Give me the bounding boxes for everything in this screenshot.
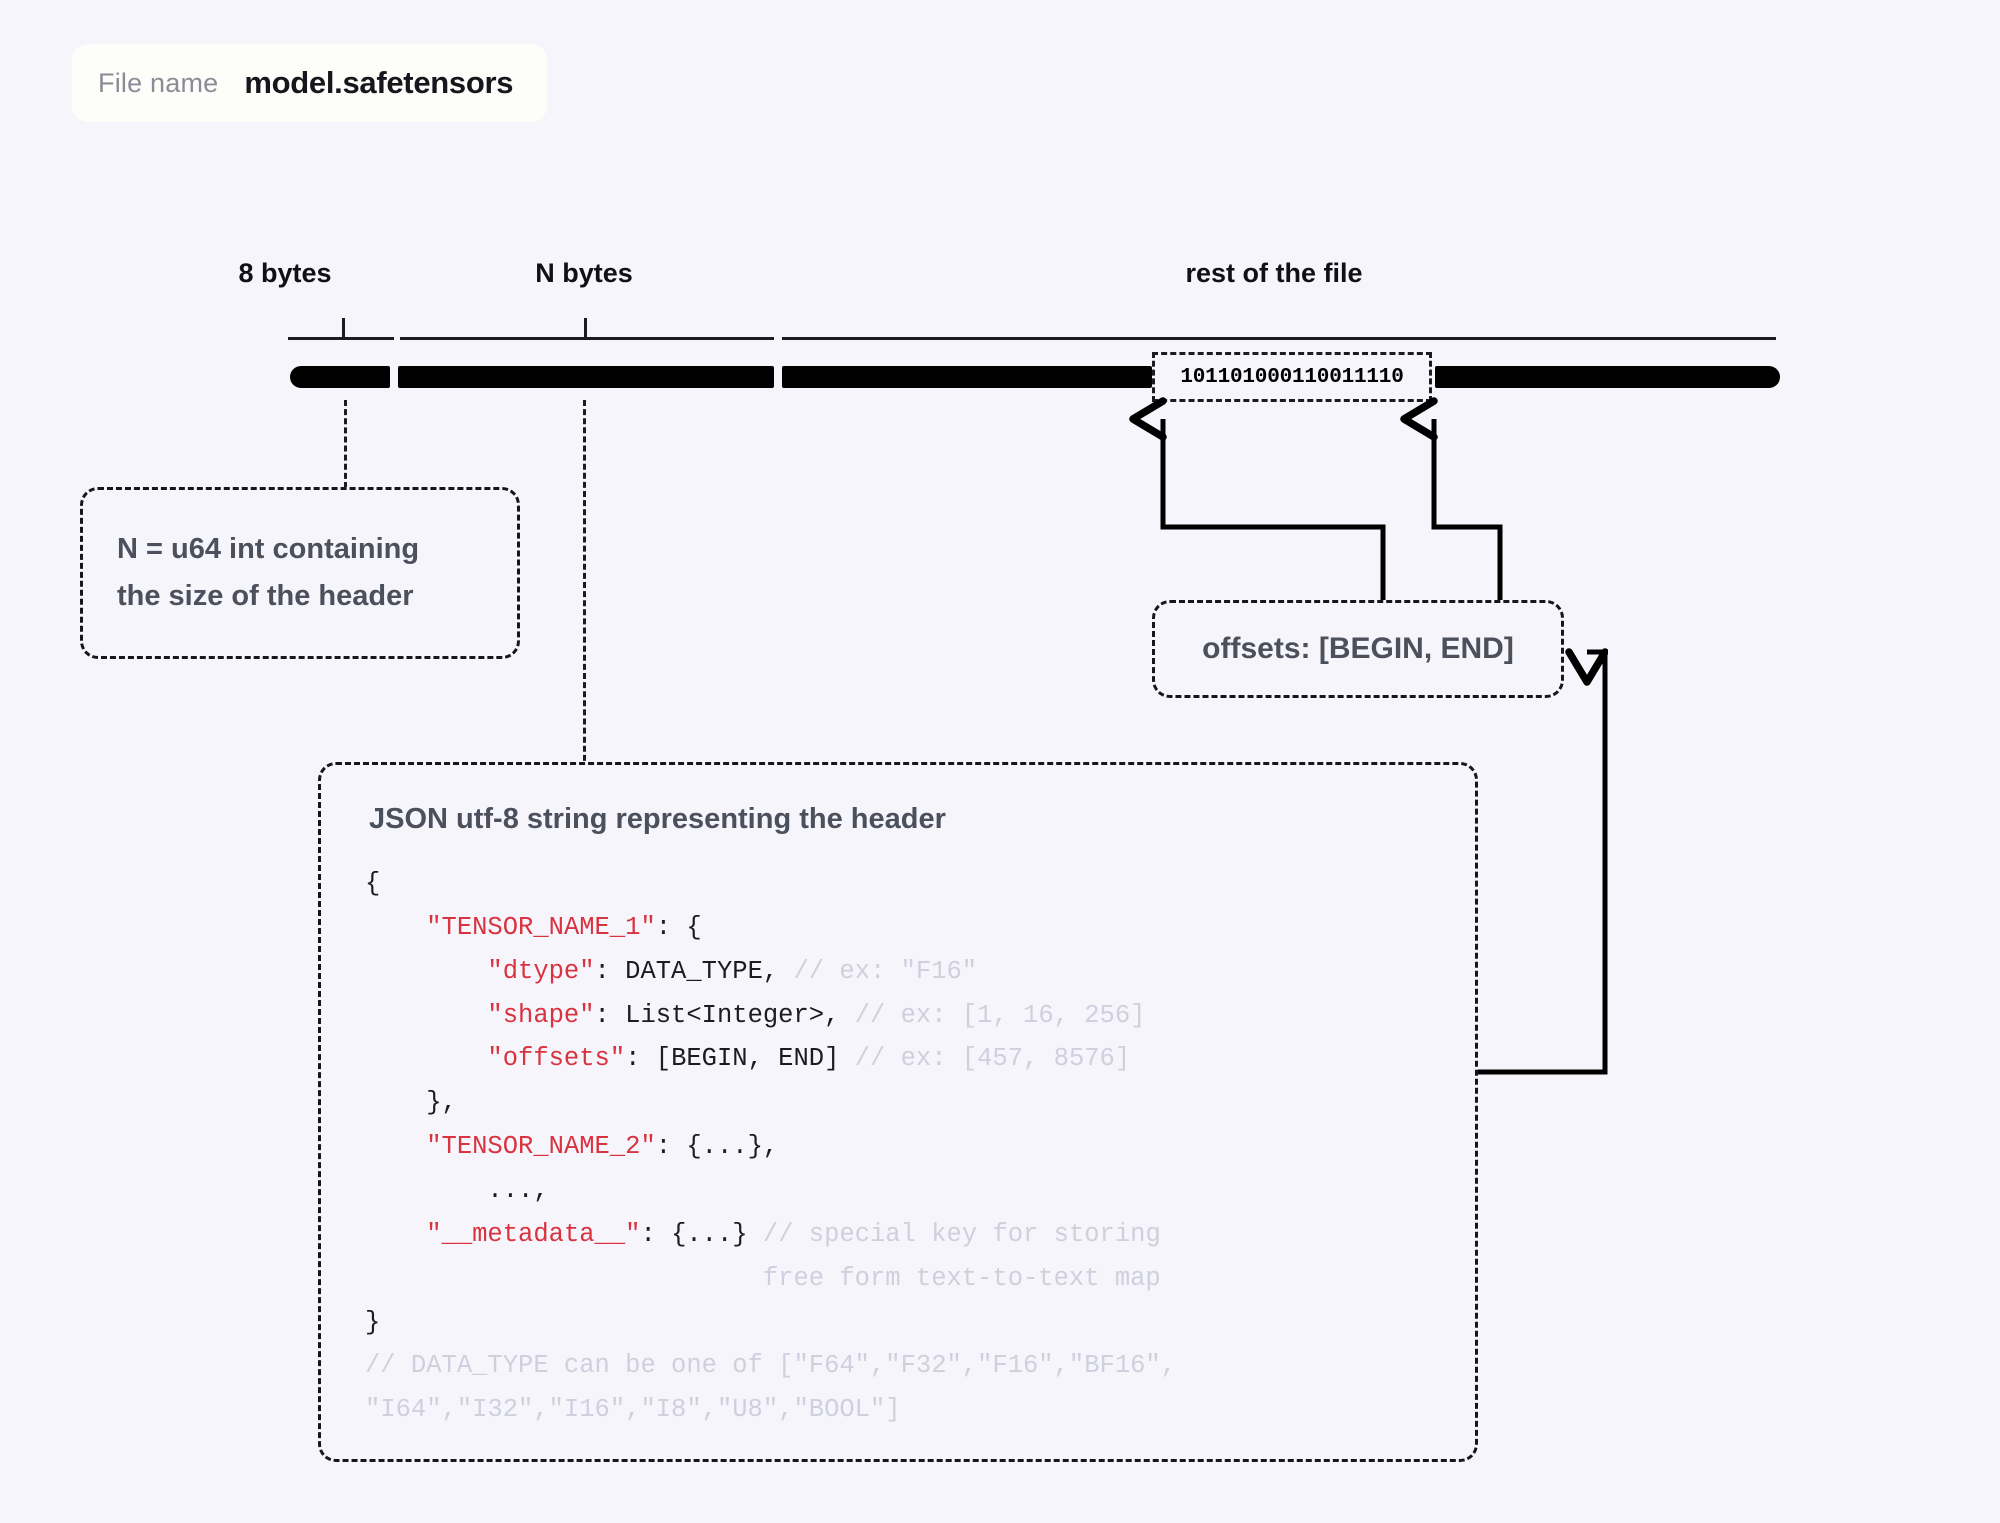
ruler-label-8-bytes: 8 bytes	[238, 258, 332, 288]
callout-n-size-line-1: N = u64 int containing	[117, 533, 420, 566]
json-code-token: },	[426, 1088, 457, 1118]
json-code-token: {	[365, 869, 381, 898]
ruler-label-rest-of-file: rest of the file	[1185, 258, 1363, 288]
arrow-offsets-to-end	[1434, 419, 1503, 608]
json-code-token: "__metadata__"	[426, 1219, 641, 1249]
json-code-token: : List<Integer>,	[594, 1000, 855, 1030]
ruler-segment-rest-of-file	[782, 337, 1776, 340]
leader-line-n-bytes	[583, 400, 586, 770]
json-code-token: // ex: "F16"	[793, 956, 978, 986]
json-code-token: "offsets"	[487, 1044, 626, 1074]
json-block-title: JSON utf-8 string representing the heade…	[369, 803, 946, 835]
file-bar-segment-rest-right	[1435, 366, 1780, 388]
json-code-token: // ex: [457, 8576]	[854, 1044, 1131, 1074]
ruler-segment-8-bytes	[288, 337, 394, 340]
json-code-token: "I64","I32","I16","I8","U8","BOOL"]	[365, 1395, 901, 1425]
json-block-code: { "TENSOR_NAME_1": { "dtype": DATA_TYPE,…	[365, 862, 1431, 1432]
binary-chunk-bits: 101101000110011110	[1180, 365, 1404, 389]
json-code-token: ...,	[487, 1176, 549, 1206]
json-code-token: : DATA_TYPE,	[594, 956, 794, 986]
ruler-tick-n-bytes	[584, 318, 587, 340]
ruler-segment-n-bytes	[400, 337, 774, 340]
arrow-offsets-to-begin	[1163, 419, 1386, 608]
json-code-token: "TENSOR_NAME_2"	[426, 1132, 656, 1162]
file-name-value: model.safetensors	[244, 65, 514, 100]
ruler-label-n-bytes: N bytes	[535, 258, 633, 288]
json-code-token: // DATA_TYPE can be one of ["F64","F32",…	[365, 1351, 1177, 1381]
json-code-token: "shape"	[487, 1000, 595, 1030]
callout-offsets: offsets: [BEGIN, END]	[1152, 600, 1564, 698]
json-code-token: // ex: [1, 16, 256]	[854, 1000, 1146, 1030]
file-bar-segment-8-bytes	[290, 366, 390, 388]
callout-offsets-text: offsets: [BEGIN, END]	[1202, 632, 1514, 665]
file-name-pill: File name model.safetensors	[72, 44, 548, 122]
ruler-tick-8-bytes	[342, 318, 345, 340]
json-code-token: free form text-to-text map	[365, 1263, 1161, 1293]
file-name-label: File name	[98, 67, 219, 98]
binary-chunk-highlight: 101101000110011110	[1152, 352, 1432, 402]
json-code-token: // special key for storing	[762, 1219, 1161, 1249]
leader-line-8-bytes	[344, 400, 347, 488]
json-code-token: : {...},	[655, 1132, 779, 1162]
callout-n-size: N = u64 int containing the size of the h…	[80, 487, 520, 659]
callout-n-size-line-2: the size of the header	[117, 580, 414, 612]
json-code-token: : [BEGIN, END]	[625, 1044, 855, 1074]
json-code-token: }	[365, 1307, 381, 1337]
json-code-token: "TENSOR_NAME_1"	[426, 912, 656, 942]
callout-json-header: JSON utf-8 string representing the heade…	[318, 762, 1478, 1462]
json-code-token: "dtype"	[487, 956, 595, 986]
json-code-token: : {	[655, 912, 702, 942]
file-bar-segment-n-bytes	[398, 366, 774, 388]
json-code-token: : {...}	[640, 1219, 763, 1249]
file-bar-segment-rest-left	[782, 366, 1152, 388]
